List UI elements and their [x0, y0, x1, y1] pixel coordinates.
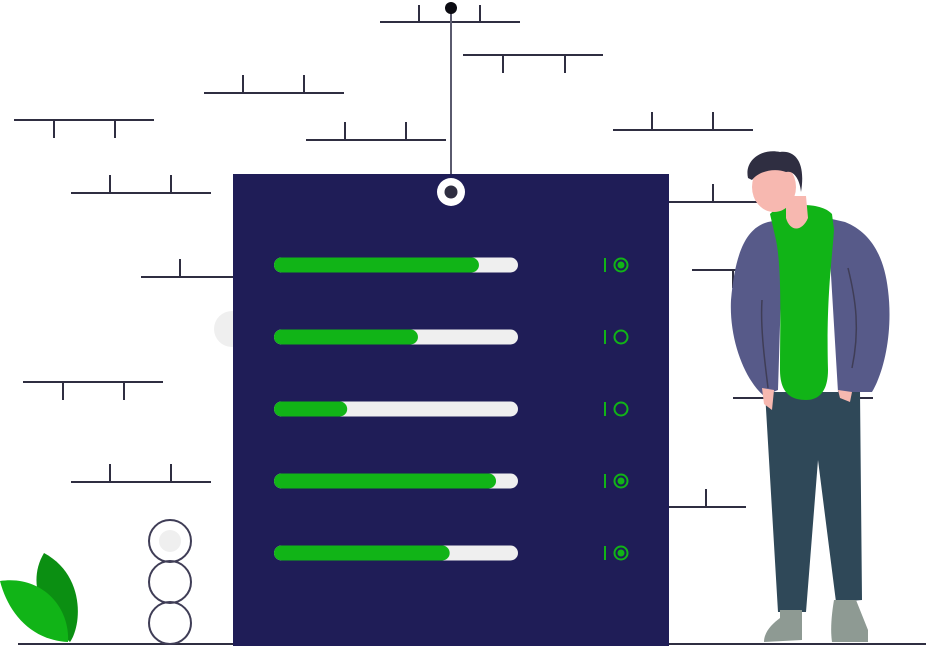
- status-rows: [274, 257, 629, 561]
- person-figure: [730, 151, 890, 642]
- status-row: [274, 401, 629, 417]
- hook-icon: [445, 2, 457, 14]
- progress-fill: [274, 329, 418, 345]
- progress-fill: [274, 473, 497, 489]
- wall-segment: [141, 259, 240, 278]
- left-shoe: [764, 610, 802, 642]
- hanging-cord: [445, 2, 457, 186]
- status-row: [274, 473, 629, 489]
- wall-segment: [23, 381, 163, 400]
- hanging-ring-icon: [437, 178, 465, 206]
- hoodie: [770, 204, 834, 400]
- wall-segment: [71, 464, 211, 483]
- wall-segment: [463, 54, 603, 73]
- jacket-seam: [760, 299, 769, 389]
- hair: [747, 151, 803, 192]
- power-switch-on-icon[interactable]: [604, 257, 629, 273]
- power-switch-on-icon[interactable]: [604, 473, 629, 489]
- leaf-plant-icon: [0, 553, 78, 642]
- progress-fill: [274, 545, 450, 561]
- wall-segment: [14, 119, 154, 138]
- face: [752, 162, 796, 212]
- power-switch-off-icon[interactable]: [604, 401, 629, 417]
- jacket-seam: [847, 267, 858, 369]
- power-switch-off-icon[interactable]: [604, 329, 629, 345]
- wall-segment: [660, 184, 760, 203]
- jacket: [730, 214, 890, 396]
- status-row: [274, 329, 629, 345]
- power-switch-on-icon[interactable]: [604, 545, 629, 561]
- wall-segment: [306, 122, 446, 141]
- pants: [765, 392, 862, 612]
- progress-fill: [274, 401, 348, 417]
- right-shoe: [831, 600, 868, 642]
- status-row: [274, 257, 629, 273]
- wall-segment: [660, 489, 746, 508]
- wall-segment: [204, 75, 344, 94]
- wall-segment: [613, 112, 753, 131]
- left-hand: [762, 388, 774, 410]
- stacked-circles: [148, 519, 192, 645]
- neck: [786, 196, 808, 229]
- status-row: [274, 545, 629, 561]
- progress-fill: [274, 257, 479, 273]
- wall-segment: [71, 175, 211, 194]
- right-hand: [838, 390, 852, 402]
